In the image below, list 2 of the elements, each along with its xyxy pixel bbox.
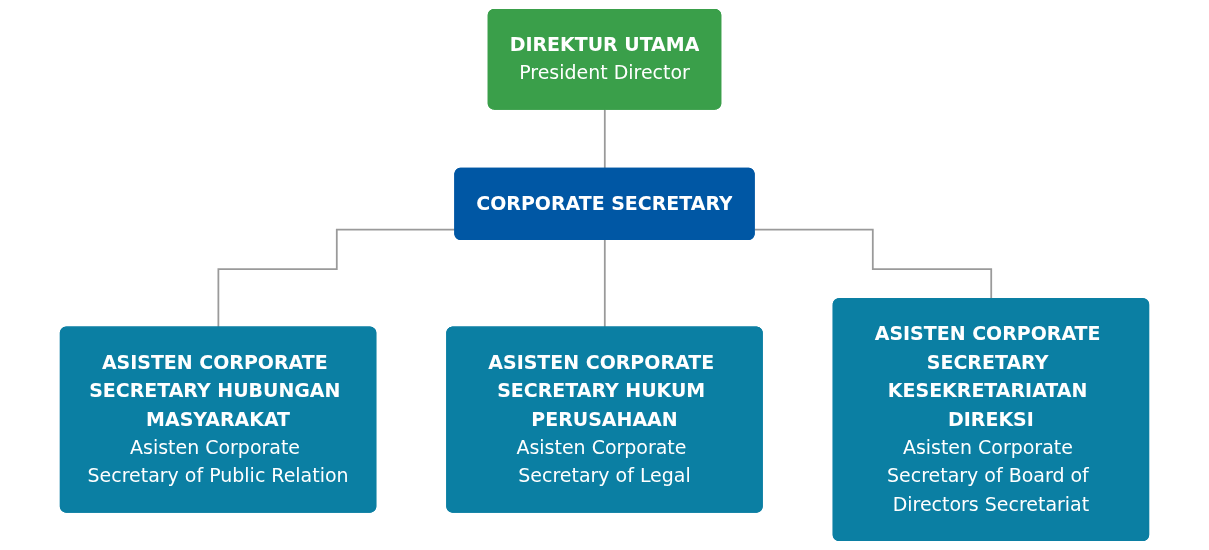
connector bbox=[603, 239, 606, 329]
connector bbox=[603, 108, 606, 170]
